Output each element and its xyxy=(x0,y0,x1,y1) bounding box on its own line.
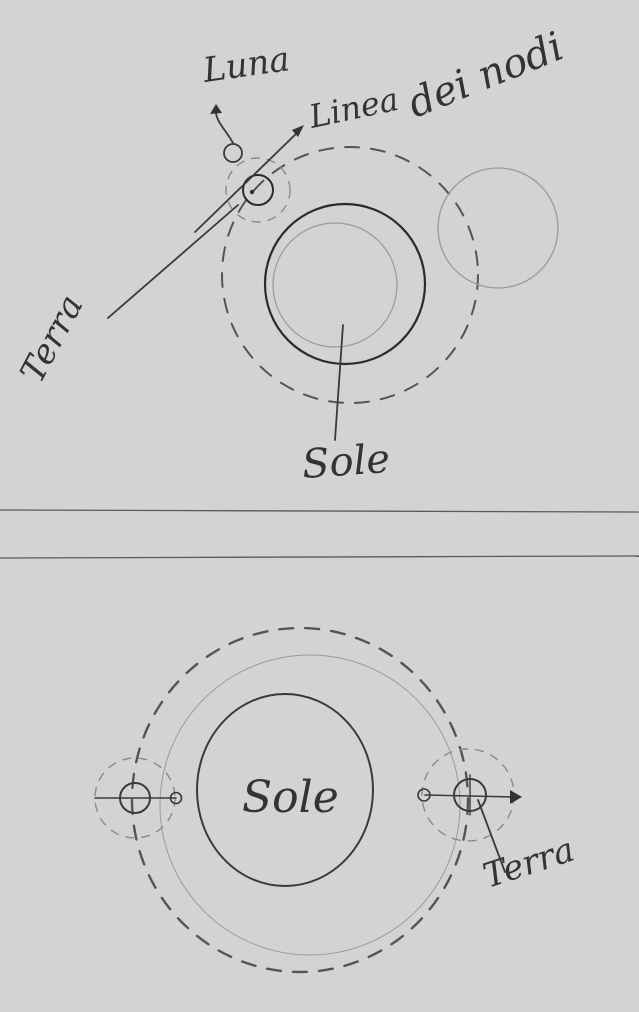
earth-center-dot xyxy=(250,190,254,194)
line-of-nodes xyxy=(195,130,300,232)
earth-top xyxy=(243,175,273,205)
earth-right-arrowhead xyxy=(510,790,522,804)
earth-label-top: Terra xyxy=(13,288,92,389)
separator-line-lower xyxy=(0,556,639,558)
sun-top xyxy=(265,204,425,364)
moon-label: Luna xyxy=(200,39,292,91)
faint-far-circle xyxy=(438,168,558,288)
sun-pointer-top xyxy=(335,325,343,440)
top-diagram: Luna Linea dei nodi Terra Sole xyxy=(13,24,570,488)
sun-label-bottom: Sole xyxy=(242,772,339,823)
sun-label-top: Sole xyxy=(300,436,391,488)
bottom-diagram: Sole Terra xyxy=(95,628,579,972)
moon-top xyxy=(224,144,242,162)
earth-pointer-top xyxy=(108,205,238,318)
moon-orbit-top xyxy=(226,158,290,222)
moon-arrowhead xyxy=(210,104,222,114)
faint-inner-circle xyxy=(273,223,397,347)
separator-line-upper xyxy=(0,510,639,512)
nodes-line-label-part1: Linea xyxy=(305,80,402,136)
nodes-line-label-part2: dei nodi xyxy=(402,24,570,128)
